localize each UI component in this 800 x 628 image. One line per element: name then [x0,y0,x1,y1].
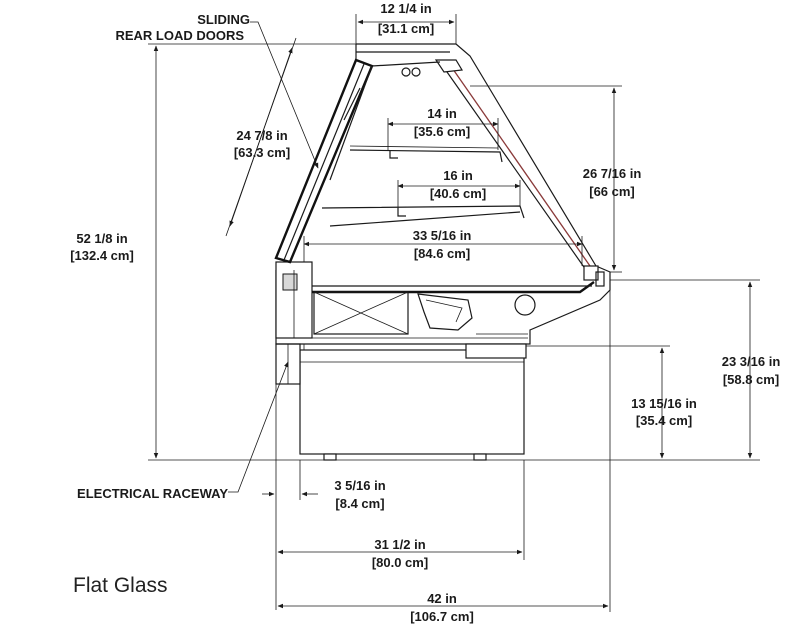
light-fixture-1 [401,67,411,77]
rear-control-box [282,273,298,291]
front-end-post [583,265,599,281]
foot-right [473,453,487,461]
counter-height-imperial: 23 3/16 in [722,354,781,369]
counter-height-metric: [58.8 cm] [723,372,779,387]
shelf-top-imperial: 14 in [427,106,457,121]
overall-depth-metric: [106.7 cm] [410,609,474,624]
canopy-light [434,59,463,73]
shelf-lower-metric: [40.6 cm] [430,186,486,201]
evaporator-fan [417,293,473,331]
shelf-top-metric: [35.6 cm] [414,124,470,139]
overall-height-metric: [132.4 cm] [70,248,134,263]
evaporator-coil [313,291,409,335]
foot-left [323,453,337,461]
electrical-raceway-label: ELECTRICAL RACEWAY [77,486,228,501]
rear-sliding-doors [274,58,374,264]
sliding-doors-label-1: SLIDING [197,12,250,27]
glass-height-metric: [66 cm] [589,184,635,199]
overall-depth-imperial: 42 in [427,591,457,606]
front-glass [447,61,591,267]
light-fixture-2 [411,67,421,77]
glass-length-metric: [63.3 cm] [234,145,290,160]
base-depth-imperial: 31 1/2 in [374,537,425,552]
top-width-imperial: 12 1/4 in [380,1,431,16]
labels: SLIDING REAR LOAD DOORS ELECTRICAL RACEW… [70,1,780,624]
drain-port [514,294,536,316]
front-kick-panel [465,343,527,359]
base-cabinet [299,349,525,455]
deck-depth-metric: [84.6 cm] [414,246,470,261]
top-width-metric: [31.1 cm] [378,21,434,36]
top-shelf-bracket [389,150,398,159]
glass-length-imperial: 24 7/8 in [236,128,287,143]
raceway-offset-imperial: 3 5/16 in [334,478,385,493]
lower-shelf-bracket [397,208,406,217]
sliding-doors-label-2: REAR LOAD DOORS [115,28,244,43]
model-caption: Flat Glass [73,574,168,597]
dimension-lines [148,14,760,612]
shelf-lower-imperial: 16 in [443,168,473,183]
base-height-imperial: 13 15/16 in [631,396,697,411]
raceway-offset-metric: [8.4 cm] [335,496,384,511]
glass-height-imperial: 26 7/16 in [583,166,642,181]
overall-height-imperial: 52 1/8 in [76,231,127,246]
base-depth-metric: [80.0 cm] [372,555,428,570]
base-height-metric: [35.4 cm] [636,413,692,428]
deck-depth-imperial: 33 5/16 in [413,228,472,243]
